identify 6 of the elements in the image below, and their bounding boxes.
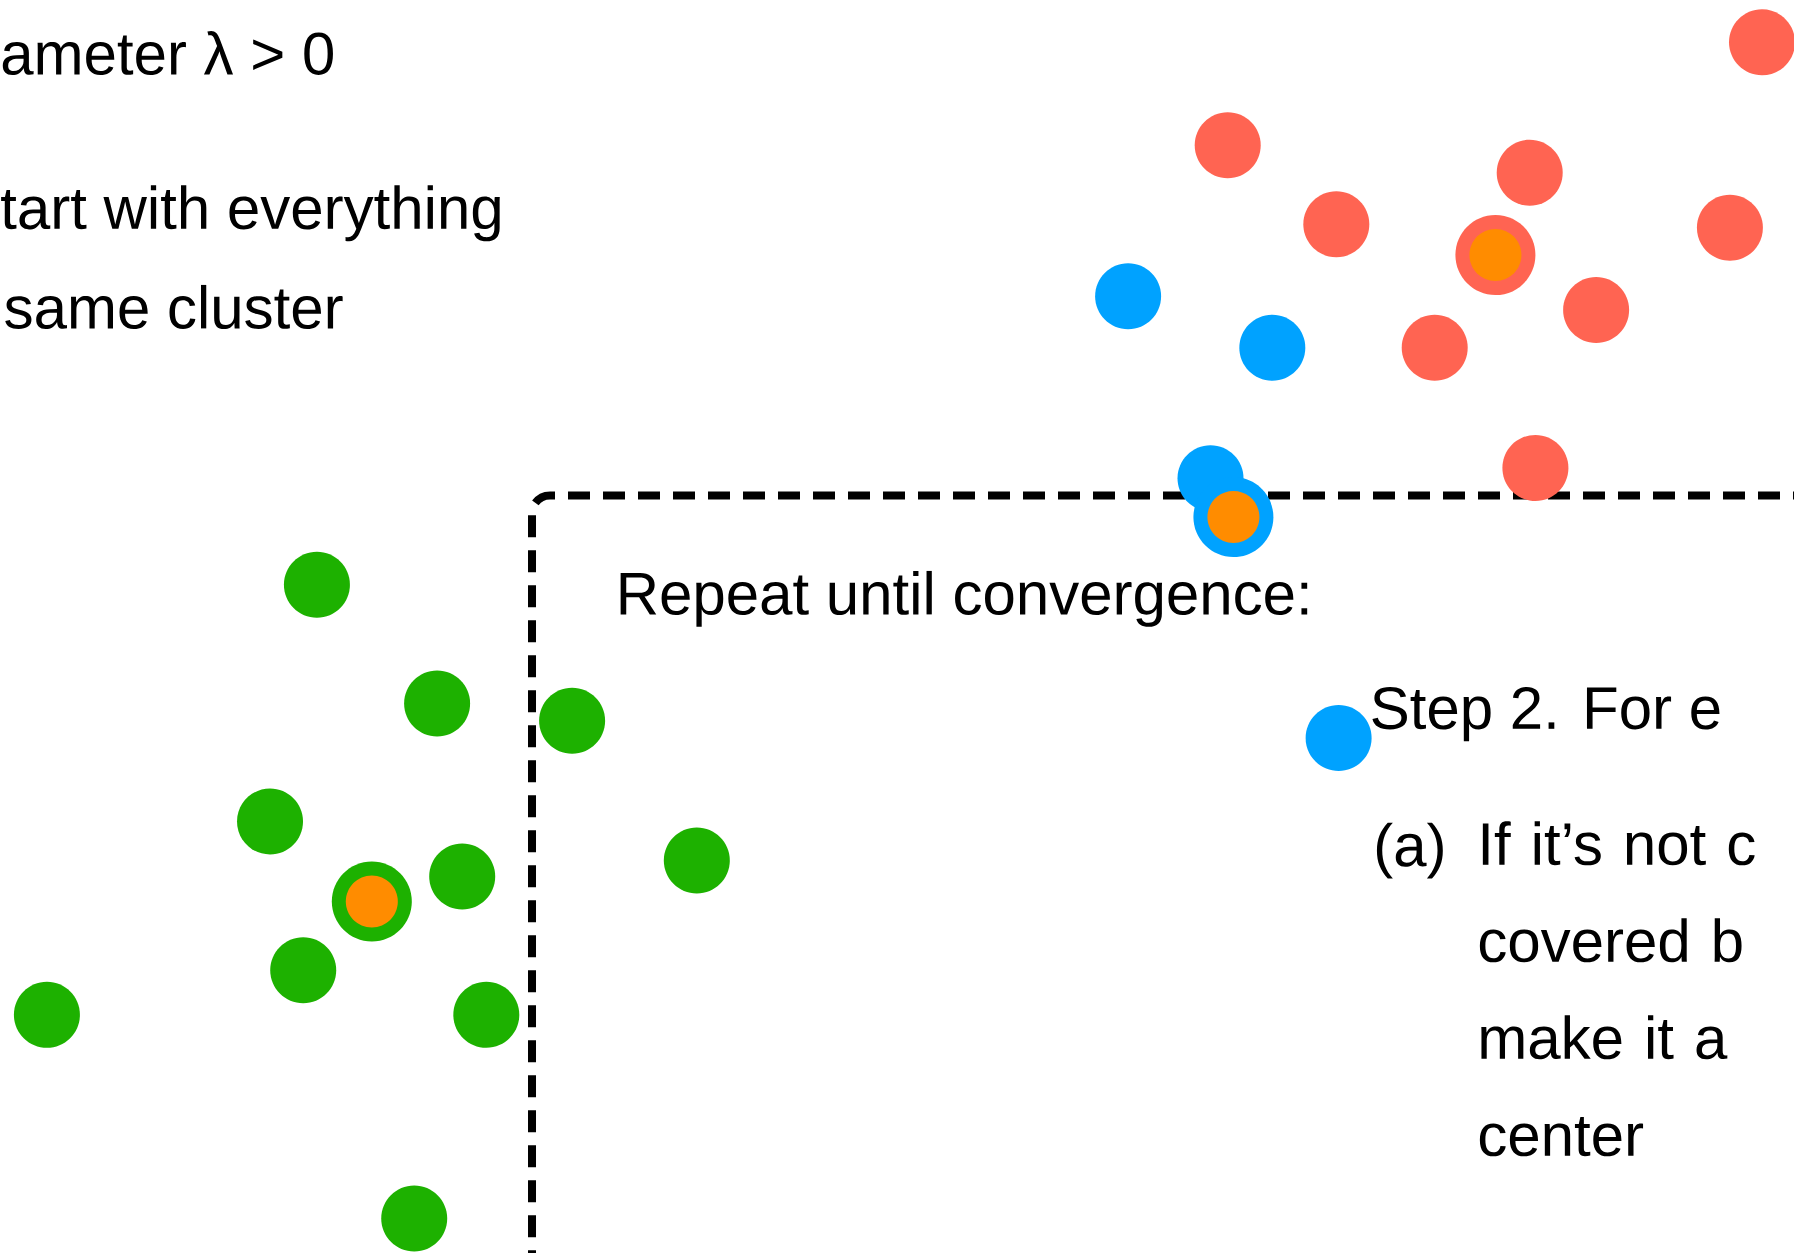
text-line: ameter λ > 0	[2, 30, 333, 75]
text-line: Step 2. For e	[1372, 686, 1720, 742]
text-line: (a)	[1376, 822, 1443, 879]
text-line: same cluster	[5, 284, 343, 329]
text-line: tart with everything	[1, 185, 500, 242]
paragraph: If it’s not c covered b make it a center	[1479, 821, 1755, 1157]
